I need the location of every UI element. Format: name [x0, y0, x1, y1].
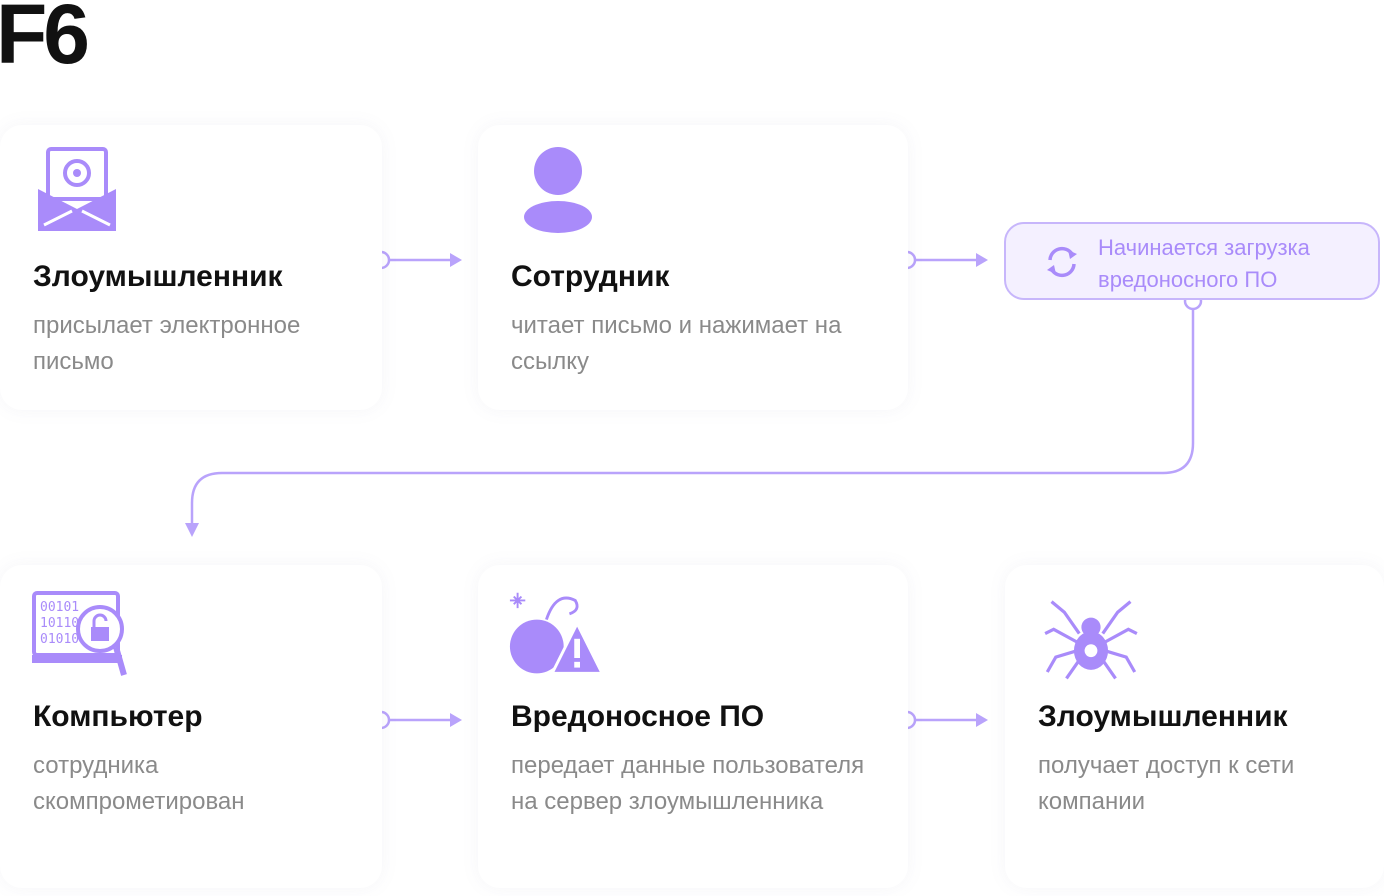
step-title: Компьютер [33, 700, 203, 733]
malware-download-text: Начинается загрузка вредоносного ПО [1098, 235, 1310, 292]
step-desc: получает доступ к сети компании [1038, 752, 1295, 815]
step-title: Сотрудник [511, 260, 670, 293]
step-title: Вредоносное ПО [511, 700, 765, 733]
step-card-employee: Сотрудник читает письмо и нажимает на сс… [478, 125, 908, 410]
step-card-computer: 00101 10110 01010 Компьютер сотрудника с… [0, 565, 382, 888]
logo: F6 [0, 0, 90, 81]
refresh-icon [1047, 246, 1077, 278]
step-desc: передает данные пользователя на сервер з… [511, 752, 865, 815]
step-desc: присылает электронное письмо [33, 312, 301, 375]
laptop-lock-icon: 00101 10110 01010 [32, 591, 127, 676]
malware-download-box: Начинается загрузка вредоносного ПО [1004, 222, 1380, 300]
step-card-attacker-sends: Злоумышленник присылает электронное пись… [0, 125, 382, 410]
spider-icon [1044, 600, 1138, 680]
step-title: Злоумышленник [1038, 700, 1288, 733]
envelope-at-icon [38, 147, 116, 231]
step-card-malware: Вредоносное ПО передает данные пользоват… [478, 565, 908, 888]
user-icon [524, 147, 592, 233]
step-desc: сотрудника скомпрометирован [33, 752, 245, 815]
binary-line: 00101 [40, 600, 79, 615]
step-title: Злоумышленник [33, 260, 283, 293]
binary-line: 10110 [40, 616, 79, 631]
binary-line: 01010 [40, 632, 79, 647]
bomb-warning-icon [509, 592, 604, 675]
step-card-attacker-access: Злоумышленник получает доступ к сети ком… [1005, 565, 1384, 888]
step-desc: читает письмо и нажимает на ссылку [511, 312, 842, 375]
